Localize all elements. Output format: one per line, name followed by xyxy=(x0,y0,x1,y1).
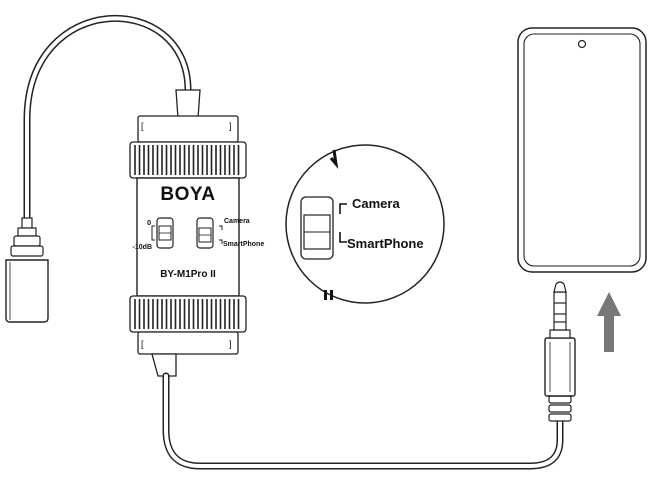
zoom-callout xyxy=(285,144,445,304)
output-switch-top-label: Camera xyxy=(224,218,250,225)
up-arrow-icon xyxy=(597,292,621,352)
zoom-callout-bottom-label: SmartPhone xyxy=(347,236,424,251)
smartphone xyxy=(517,27,647,273)
svg-text:]: ] xyxy=(229,339,232,349)
knurl-texture xyxy=(134,145,240,175)
svg-text:[: [ xyxy=(141,339,144,349)
front-camera-icon xyxy=(577,39,587,49)
gain-switch-bottom-label: -10dB xyxy=(133,244,152,251)
brand-logo: BOYA xyxy=(160,184,215,205)
boya-adapter: [ ] [ ] xyxy=(129,89,247,377)
output-switch[interactable] xyxy=(196,217,214,249)
model-label: BY-M1Pro II xyxy=(160,269,216,280)
output-cable xyxy=(162,372,564,470)
lavalier-mic xyxy=(5,217,49,323)
output-switch-bottom-label: SmartPhone xyxy=(223,241,264,248)
trrs-plug xyxy=(544,281,576,422)
gain-switch[interactable] xyxy=(156,217,174,249)
knurl-texture xyxy=(134,299,240,329)
gain-switch-top-label: 0 xyxy=(147,220,151,227)
zoom-callout-top-label: Camera xyxy=(352,196,400,211)
svg-text:[: [ xyxy=(141,121,144,131)
svg-text:]: ] xyxy=(229,121,232,131)
